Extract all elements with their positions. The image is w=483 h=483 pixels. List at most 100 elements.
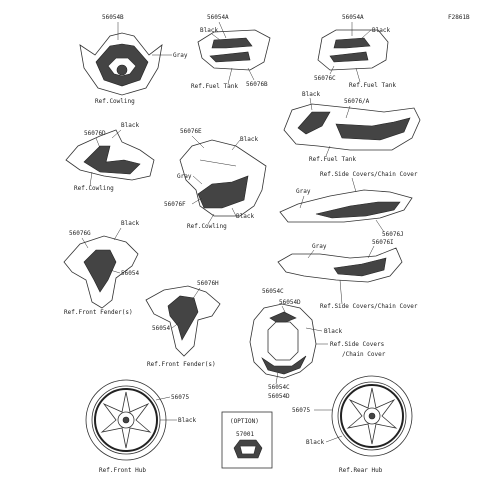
label-gray: Gray — [173, 52, 188, 59]
label-ref-fuel-tank: Ref.Fuel Tank — [191, 83, 238, 90]
label-ref-cowling: Ref.Cowling — [95, 98, 135, 105]
side-cowling-right-decal — [179, 139, 267, 217]
fuel-tank-right-decal — [317, 29, 389, 71]
label-56054A-right: 56054A — [342, 14, 364, 21]
leader — [171, 321, 181, 329]
label-gray: Gray — [312, 243, 327, 250]
label-ref-fuel-tank: Ref.Fuel Tank — [309, 156, 356, 163]
leader — [191, 287, 201, 301]
label-black: Black — [236, 213, 254, 220]
label-black: Black — [240, 136, 258, 143]
label-black: Black — [306, 439, 324, 446]
label-ref-front-fender: Ref.Front Fender(s) — [147, 361, 216, 368]
leader — [361, 29, 372, 39]
leader — [231, 139, 241, 151]
leader — [191, 135, 205, 149]
label-56054D: 56054D — [279, 299, 301, 306]
option-kit — [221, 411, 273, 469]
label-black: Black — [121, 220, 139, 227]
leader — [89, 171, 93, 187]
label-ref-front-hub: Ref.Front Hub — [99, 467, 146, 474]
leader — [355, 67, 361, 83]
leader — [275, 371, 279, 385]
leader — [375, 219, 385, 233]
leader — [367, 245, 375, 259]
label-56076H: 56076H — [197, 280, 219, 287]
label-56054: 56054 — [152, 325, 170, 332]
leader — [191, 197, 203, 205]
leader — [329, 65, 335, 75]
label-56076B: 56076B — [246, 81, 268, 88]
leader — [307, 249, 315, 259]
leader — [345, 105, 351, 119]
label-56054B: 56054B — [102, 14, 124, 21]
leader — [305, 327, 323, 332]
leader — [81, 237, 89, 249]
leader — [95, 137, 101, 149]
leader — [109, 269, 121, 274]
seat-cowl-decal — [249, 303, 317, 379]
upper-cowling-decal — [79, 32, 163, 96]
label-gray: Gray — [177, 173, 192, 180]
label-56076J: 56076J — [382, 231, 404, 238]
label-56075: 56075 — [171, 394, 189, 401]
label-56076A: 56076/A — [344, 98, 370, 105]
leader — [231, 207, 237, 217]
label-56076C: 56076C — [314, 75, 336, 82]
leader — [155, 396, 171, 401]
label-gray: Gray — [296, 188, 311, 195]
label-option: (OPTION) — [230, 418, 259, 425]
label-56076D: 56076D — [84, 130, 106, 137]
label-56076G: 56076G — [69, 230, 91, 237]
label-ref-fuel-tank: Ref.Fuel Tank — [349, 82, 396, 89]
side-cowling-left-decal — [65, 129, 155, 181]
leader — [192, 175, 203, 185]
label-black: Black — [178, 417, 196, 424]
label-56076F: 56076F — [164, 201, 186, 208]
figure-code: F2861B — [448, 14, 470, 21]
leader — [325, 435, 343, 443]
label-56075: 56075 — [292, 407, 310, 414]
leader — [299, 195, 305, 209]
label-56054C: 56054C — [262, 288, 284, 295]
label-black: Black — [372, 27, 390, 34]
leader — [211, 33, 221, 41]
leader — [339, 279, 343, 305]
side-cover-lower-decal — [277, 247, 403, 283]
label-56054D: 56054D — [268, 393, 290, 400]
front-fender-right-decal — [145, 285, 221, 357]
leader — [281, 305, 287, 315]
side-cover-upper-decal — [279, 189, 413, 223]
label-57001: 57001 — [236, 431, 254, 438]
leader — [227, 67, 233, 85]
label-black: Black — [302, 91, 320, 98]
leader — [218, 21, 227, 39]
leader — [111, 129, 122, 139]
leader — [351, 177, 357, 193]
label-ref-side-covers: Ref.Side Covers/Chain Cover — [320, 303, 418, 310]
leader — [207, 213, 215, 225]
label-black: Black — [200, 27, 218, 34]
label-ref-cowling: Ref.Cowling — [187, 223, 227, 230]
label-56054A-left: 56054A — [207, 14, 229, 21]
label-chain-cover: /Chain Cover — [342, 351, 386, 358]
label-ref-front-fender: Ref.Front Fender(s) — [64, 309, 133, 316]
label-ref-side-covers: Ref.Side Covers — [330, 341, 385, 348]
leader — [247, 67, 255, 81]
leader — [325, 145, 331, 157]
tank-side-cover-decal — [283, 103, 421, 151]
label-56054C: 56054C — [268, 384, 290, 391]
front-wheel-decal — [85, 379, 167, 461]
leader — [309, 97, 313, 111]
rear-wheel-decal — [331, 375, 413, 457]
label-56054: 56054 — [121, 270, 139, 277]
leader — [113, 227, 122, 241]
label-ref-cowling: Ref.Cowling — [74, 185, 114, 192]
front-fender-left-decal — [63, 235, 139, 309]
label-ref-side-covers: Ref.Side Covers/Chain Cover — [320, 171, 418, 178]
fuel-tank-left-decal — [197, 29, 271, 71]
label-ref-rear-hub: Ref.Rear Hub — [339, 467, 383, 474]
label-56076E: 56076E — [180, 128, 202, 135]
